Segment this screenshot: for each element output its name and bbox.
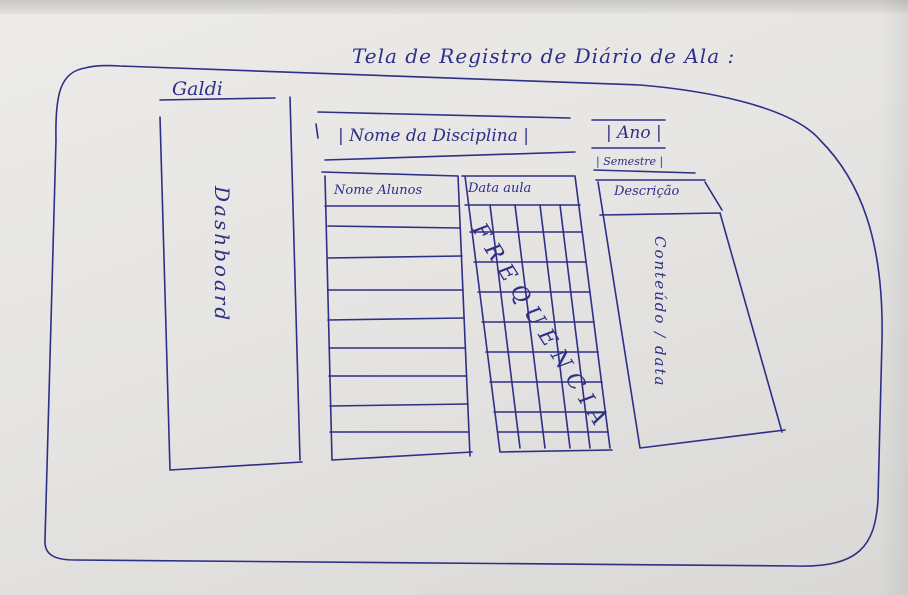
page-title: Tela de Registro de Diário de Ala :: [352, 44, 736, 68]
date-column: [461, 175, 613, 453]
sidebar-frame: [159, 96, 303, 471]
students-column: [321, 171, 473, 461]
date-grid-horizontal: [469, 231, 609, 433]
discipline-name-field[interactable]: | Nome da Disciplina |: [338, 126, 529, 146]
app-name[interactable]: Galdi: [172, 78, 223, 100]
paper-shadow: [878, 0, 908, 595]
semester-field[interactable]: | Semestre |: [596, 155, 664, 168]
screen-frame: [44, 64, 883, 567]
sidebar-dashboard-label[interactable]: Dashboard: [210, 186, 234, 324]
discipline-box: [315, 111, 576, 161]
students-column-header: Nome Alunos: [334, 183, 423, 198]
paper-top-edge: [0, 0, 908, 14]
date-grid-vertical: [489, 204, 591, 449]
app-name-underline: [159, 97, 276, 101]
year-field[interactable]: | Ano |: [606, 123, 662, 143]
year-box: [591, 119, 696, 174]
description-side-line: [704, 181, 723, 211]
students-rows: [327, 225, 470, 433]
description-content[interactable]: Conteúdo / data: [651, 236, 669, 388]
date-column-header: Data aula: [468, 181, 532, 196]
description-column: [595, 179, 786, 449]
description-column-header: Descrição: [614, 184, 680, 199]
